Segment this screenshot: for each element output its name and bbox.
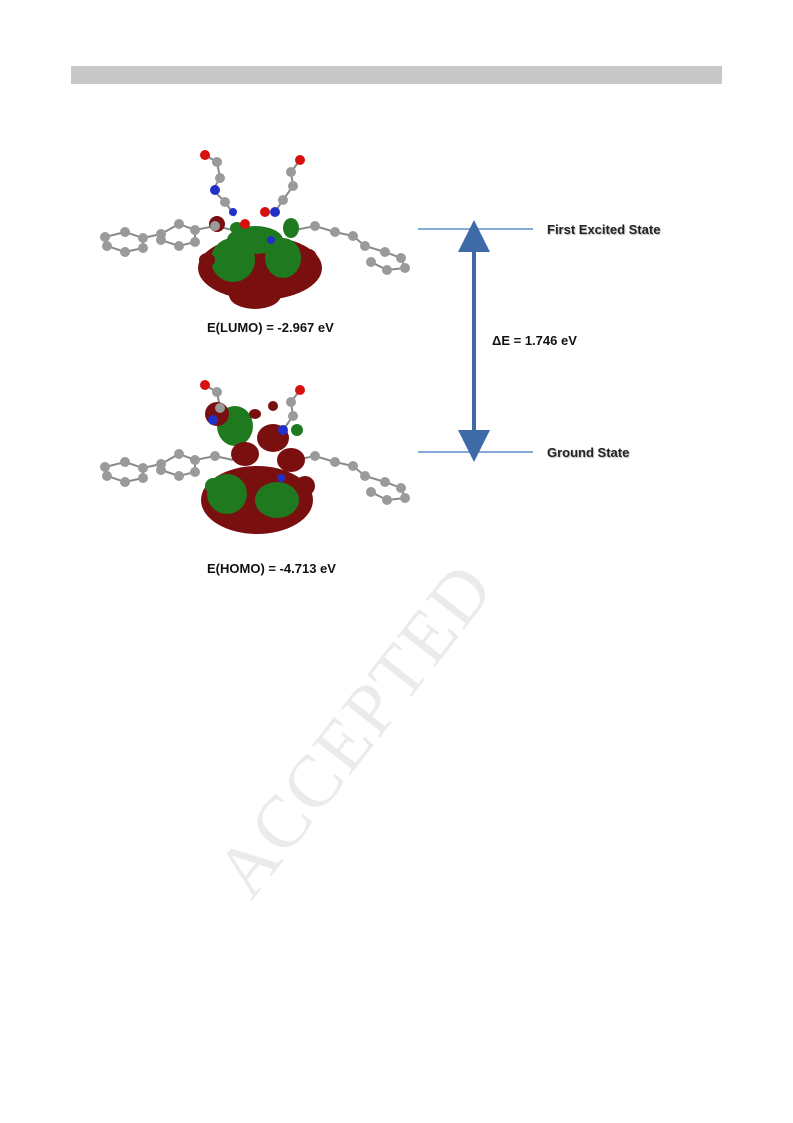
lumo-energy-label: E(LUMO) = -2.967 eV <box>207 320 334 335</box>
header-bar <box>71 66 722 84</box>
accepted-watermark: ACCEPTED <box>200 547 510 913</box>
first-excited-state-label: First Excited State <box>547 222 661 237</box>
lumo-orbital-image <box>100 150 410 309</box>
ground-state-label: Ground State <box>547 445 630 460</box>
energy-level-diagram <box>418 220 533 462</box>
homo-energy-label: E(HOMO) = -4.713 eV <box>207 561 336 576</box>
homo-orbital-image <box>100 380 410 534</box>
energy-gap-label: ΔE = 1.746 eV <box>490 332 579 349</box>
